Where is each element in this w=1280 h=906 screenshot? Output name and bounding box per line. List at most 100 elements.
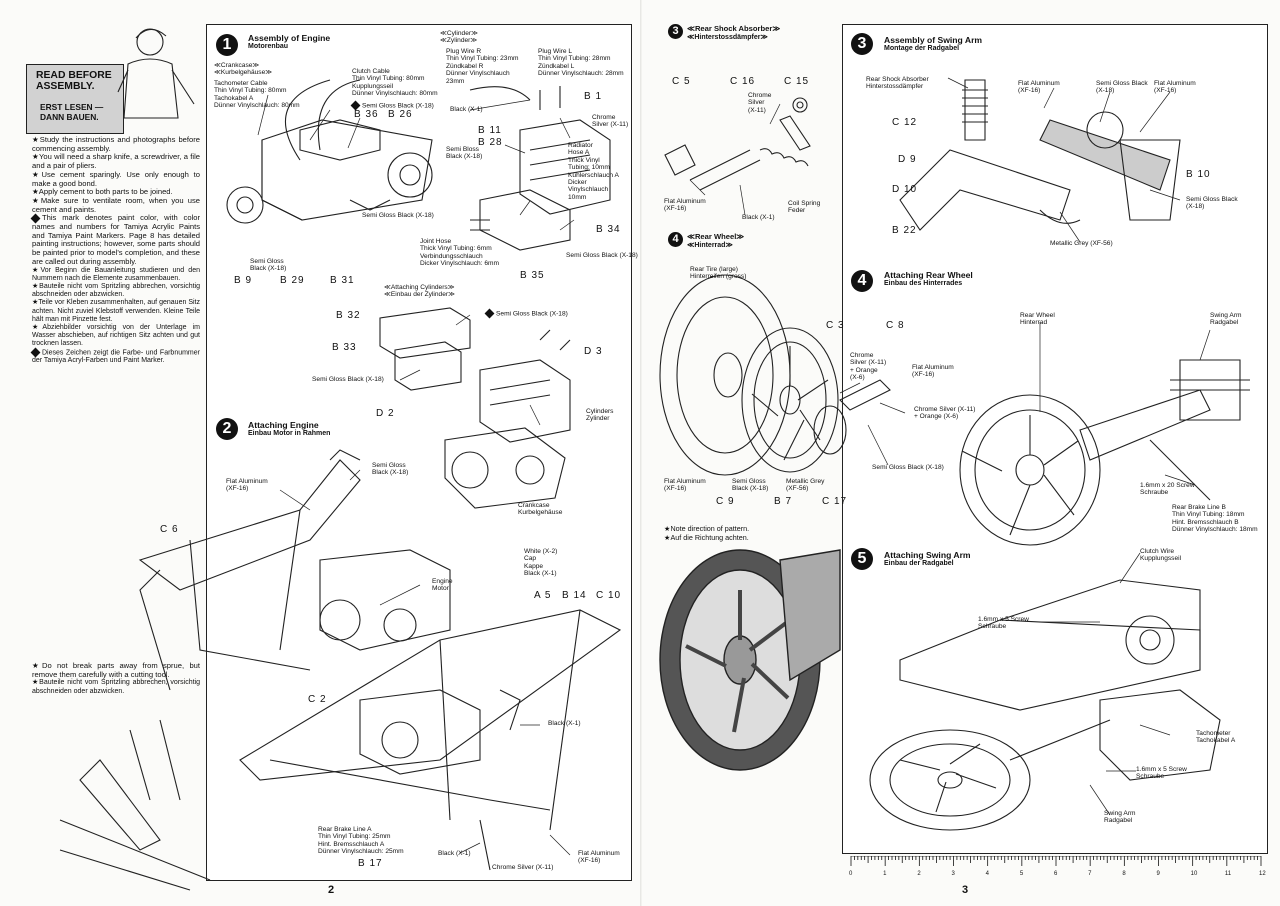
paint-label: Flat Aluminum (XF-16) (578, 850, 620, 865)
step5-title: Attaching Swing Arm Einbau der Radgabel (884, 550, 971, 567)
part-b14: B 14 (562, 590, 587, 601)
step2-number: 2 (216, 418, 238, 440)
tach-cable-label: Tachometer Cable Thin Vinyl Tubing: 80mm… (214, 80, 300, 110)
rear-shock-label: Rear Shock Absorber Hinterstossdämpfer (866, 76, 929, 91)
rear-wheel-label: Rear Wheel Hinterrad (1020, 312, 1055, 327)
part-d2: D 2 (376, 408, 395, 419)
sprue-note: ★Do not break parts away from sprue, but… (32, 661, 200, 696)
swing-arm-attach-drawing (869, 579, 1221, 831)
rear-tire-label: Rear Tire (large) Hinterreifen (gross) (690, 266, 747, 281)
instruction-en-3: ★Use cement sparingly. Use only enough t… (32, 169, 200, 188)
paint-label: Semi Gloss Black (X-18) (1096, 80, 1148, 95)
ruler-tick-label: 0 (849, 871, 853, 877)
sprue-note-de: ★Bauteile nicht vom Spritzling abbrechen… (32, 679, 200, 695)
ruler-tick-label: 6 (1054, 871, 1058, 877)
part-b7: B 7 (774, 496, 793, 507)
part-c16: C 16 (730, 76, 756, 87)
paint-label: Chrome Silver (X-11) (592, 114, 629, 129)
part-b34: B 34 (596, 224, 621, 235)
step3b-title: Assembly of Swing Arm Montage der Radgab… (884, 35, 982, 52)
step4a-title-en: ≪Rear Wheel≫ (687, 232, 745, 241)
part-c9: C 9 (716, 496, 735, 507)
plug-wire-r-label: Plug Wire R Thin Vinyl Tubing: 23mm Zünd… (446, 48, 519, 85)
crankcase-label: Crankcase Kurbelgehäuse (518, 502, 563, 517)
instruction-de-1: ★Vor Beginn die Bauanleitung studieren u… (32, 266, 200, 282)
part-b36: B 36 (354, 109, 379, 120)
part-c12: C 12 (892, 117, 918, 128)
part-b11: B 11 (478, 125, 502, 136)
crankcase-sublabel: ≪Crankcase≫≪Kurbelgehäuse≫ (214, 62, 273, 77)
step4b-number: 4 (851, 270, 873, 292)
leader-lines (257, 77, 1211, 856)
step2-title-en: Attaching Engine (248, 420, 319, 430)
paint-label: Flat Aluminum (XF-16) (226, 478, 268, 493)
step1-number: 1 (216, 34, 238, 56)
rear-tire-drawing (659, 274, 791, 476)
ruler-tick-label: 12 (1259, 871, 1266, 877)
rear-wheel-photo (659, 549, 841, 771)
paint-label: Black (X-1) (548, 720, 581, 727)
instruction-de-3: ★Teile vor Kleben zusammenhalten, auf ge… (32, 299, 200, 323)
instruction-de-4: ★Abziehbilder vorsichtig von der Unterla… (32, 323, 200, 348)
ruler-tick-label: 8 (1122, 871, 1126, 877)
part-c10: C 10 (596, 590, 622, 601)
instruction-en-4: ★Apply cement to both parts to be joined… (32, 187, 173, 197)
ruler-tick-label: 2 (917, 871, 921, 877)
rear-brake-line-label: Rear Brake Line A Thin Vinyl Tubing: 25m… (318, 826, 404, 856)
instruction-de-5: Dieses Zeichen zeigt die Farbe- und Farb… (30, 347, 200, 365)
read-before-en: READ BEFORE ASSEMBLY. (36, 70, 112, 92)
step1-title-en: Assembly of Engine (248, 33, 331, 43)
step3a-title-de: ≪Hinterstossdämpfer≫ (687, 34, 768, 41)
swing-arm-label: Swing Arm Radgabel (1104, 810, 1136, 825)
mechanic-illustration (117, 28, 195, 119)
part-c17: C 17 (822, 496, 848, 507)
instruction-de-2: ★Bauteile nicht vom Spritzling abbrechen… (32, 282, 200, 299)
paint-label: Chrome Silver (X-11) + Orange (X-6) (850, 352, 887, 382)
step2-title-de: Einbau Motor in Rahmen (248, 430, 331, 437)
paint-label: Semi Gloss Black (X-18) (872, 464, 944, 471)
right-steps-frame (842, 24, 1268, 854)
sprue-cutter-drawing (59, 719, 211, 891)
paint-label: Flat Aluminum (XF-16) (664, 478, 706, 493)
instruction-en-1: ★Study the instructions and photographs … (32, 135, 200, 153)
paint-label: Semi Gloss Black (X-18) (484, 308, 568, 319)
ruler-tick-label: 11 (1225, 871, 1232, 877)
part-b32: B 32 (336, 310, 361, 321)
part-c5: C 5 (672, 76, 691, 87)
step5-title-en: Attaching Swing Arm (884, 550, 971, 560)
part-d9: D 9 (898, 154, 917, 165)
paint-label: Flat Aluminum (XF-16) (1154, 80, 1196, 95)
part-a5: A 5 (534, 590, 552, 601)
rear-wheel-attach-drawing (959, 359, 1250, 546)
paint-label: Semi Gloss Black (X-18) (312, 376, 384, 383)
instruction-en-2: ★You will need a sharp knife, a screwdri… (32, 152, 200, 171)
coil-spring-label: Coil Spring Feder (788, 200, 821, 215)
attaching-cylinders-drawing (379, 307, 571, 509)
rear-wheel-drawing (741, 327, 891, 473)
part-b35: B 35 (520, 270, 545, 281)
part-b1: B 1 (584, 91, 603, 102)
part-b17: B 17 (358, 858, 383, 869)
step4b-title-de: Einbau des Hinterrades (884, 280, 963, 287)
step5-number: 5 (851, 548, 873, 570)
part-c2: C 2 (308, 694, 327, 705)
ruler-tick-label: 3 (952, 871, 956, 877)
clutch-cable-label: Clutch Cable Thin Vinyl Tubing: 80mm Kup… (352, 68, 438, 98)
radiator-hose-label: Radiator Hose A Thick Vinyl Tubing: 10mm… (568, 142, 619, 201)
part-d3: D 3 (584, 346, 603, 357)
paint-label: Semi Gloss Black (X-18) (372, 462, 409, 477)
page-number-right: 3 (962, 884, 969, 896)
paint-label: Chrome Silver (X-11) + Orange (X-6) (914, 406, 976, 421)
swing-arm-label: Swing Arm Radgabel (1210, 312, 1242, 327)
part-d10: D 10 (892, 184, 918, 195)
brake-line-b-label: Rear Brake Line B Thin Vinyl Tubing: 18m… (1172, 504, 1258, 534)
tachometer-label: Tachometer Tachokabel A (1196, 730, 1236, 745)
part-c3: C 3 (826, 320, 845, 331)
step4a-number: 4 (668, 232, 683, 247)
paint-label: Black (X-1) (742, 214, 775, 221)
instruction-en-6: This mark denotes paint color, with colo… (30, 213, 200, 266)
step5-title-de: Einbau der Radgabel (884, 560, 954, 567)
ruler-tick-label: 4 (986, 871, 990, 877)
paint-label: Flat Aluminum (XF-16) (664, 198, 706, 213)
